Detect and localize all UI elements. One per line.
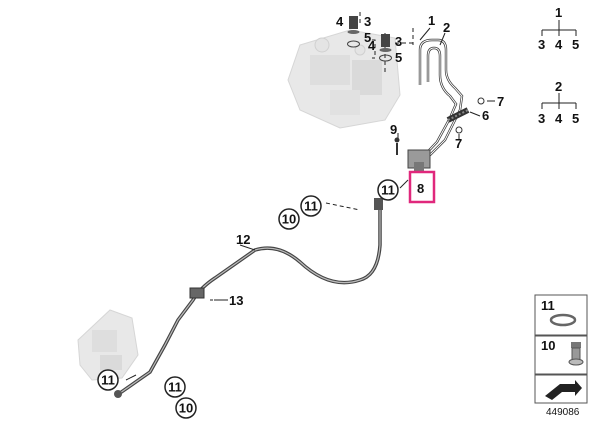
diagram-id: 449086 [546,407,580,418]
tree-2-leaf-4: 4 [555,111,563,126]
screw-parts [347,16,392,62]
callout-6: 6 [482,108,489,123]
brake-lines-upper-fill [417,39,463,163]
part-9-bolt [394,137,400,155]
callout-3b: 3 [395,34,402,49]
brake-caliper-illustration [77,309,139,381]
part-6-sleeve [446,107,470,123]
circled-callout-11a: 11 [377,179,399,201]
callout-10b: 10 [179,401,193,416]
tree-1-leaf-5: 5 [572,37,579,52]
leader-lines [214,27,495,301]
parts-tree-1 [541,20,577,36]
callout-9: 9 [390,122,397,137]
callout-7a: 7 [497,94,504,109]
tree-2-root: 2 [555,79,562,94]
guide-lines-mid [125,179,409,381]
highlight-box [408,170,436,204]
callout-4b: 4 [368,38,376,53]
legend-item-10: 10 [541,338,555,353]
callout-5b: 5 [395,50,402,65]
callout-11d: 11 [168,380,182,395]
callout-11b: 11 [304,199,318,214]
tree-2-leaf-5: 5 [572,111,579,126]
callout-8-highlight[interactable]: 8 [408,170,436,204]
callout-3a: 3 [364,14,371,29]
hose-fittings [114,198,383,398]
callout-5a: 5 [364,30,371,45]
tree-2-leaf-3: 3 [538,111,545,126]
callout-11c: 11 [101,373,115,388]
callout-11a: 11 [381,183,395,198]
bracket-8 [407,149,431,172]
parts-tree-2 [541,93,577,109]
callout-13: 13 [229,293,243,308]
circled-callout-11c: 11 [97,369,119,391]
tree-1-leaf-4: 4 [555,37,563,52]
legend-item-11: 11 [541,298,555,313]
part-7-fittings [455,97,485,134]
callout-1: 1 [428,13,435,28]
tree-1-leaf-3: 3 [538,37,545,52]
circled-callout-11b: 11 [300,195,322,217]
callout-10a: 10 [282,212,296,227]
abs-unit-illustration [287,29,401,129]
callout-8: 8 [417,181,424,196]
banjo-bolt-icon [568,342,584,366]
circled-callout-10b: 10 [175,397,197,419]
callout-12: 12 [236,232,250,247]
circled-callout-10a: 10 [278,208,300,230]
callout-2: 2 [443,20,450,35]
navigation-arrow-icon[interactable] [545,380,582,400]
washer-icon [549,313,577,327]
callout-4a: 4 [336,14,344,29]
callout-7b: 7 [455,136,462,151]
legend-panel: 11 10 [534,294,588,404]
tree-1-root: 1 [555,5,562,20]
circled-callout-11d: 11 [164,376,186,398]
